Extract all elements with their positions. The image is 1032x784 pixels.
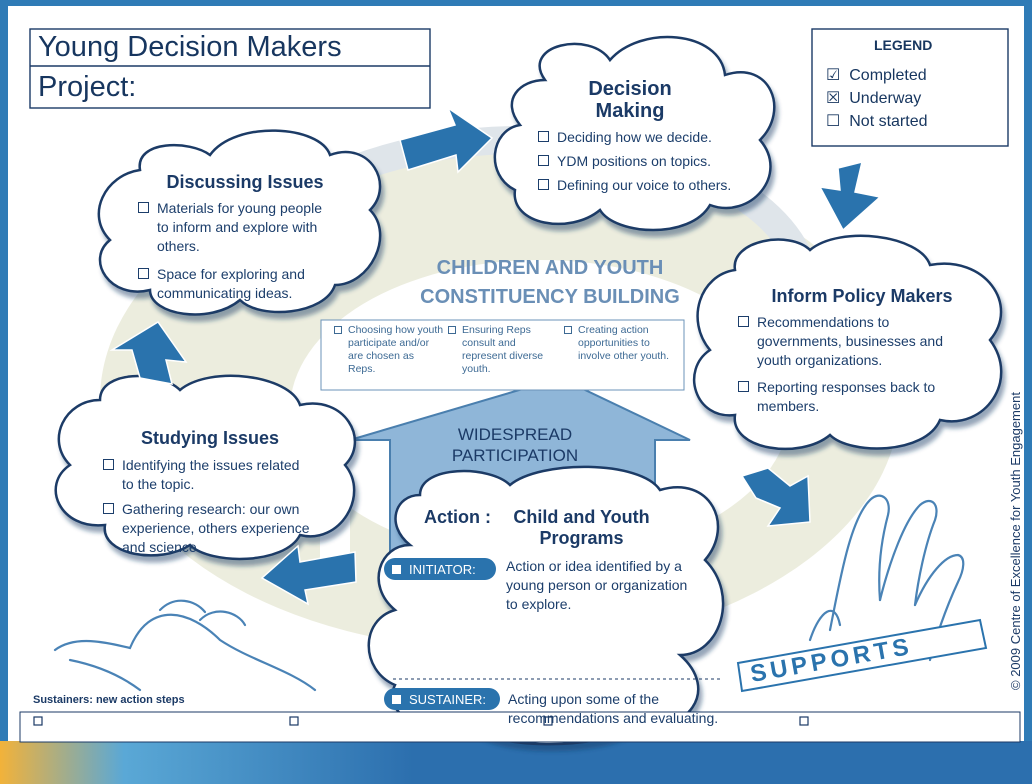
sustainer-pill: SUSTAINER: [384, 688, 500, 710]
legend-item-underway: ☒ Underway [826, 90, 922, 107]
action-title-prefix: Action : [424, 507, 491, 527]
participation-label: WIDESPREAD PARTICIPATION [451, 425, 579, 465]
legend-box [811, 28, 1009, 147]
bottom-band [0, 741, 1032, 784]
checkbox-icon [392, 694, 401, 704]
decision-item-3: Defining our voice to others. [538, 176, 731, 195]
checkbox-icon [538, 131, 549, 142]
inform-policy-title: Inform Policy Makers [771, 286, 953, 306]
center-column-3: Creating action opportunities to involve… [564, 324, 680, 363]
cloud-studying-issues [54, 374, 357, 561]
legend-item-not-started: ☐ Not started [826, 113, 928, 130]
action-title: Child and Youth Programs [513, 507, 650, 548]
decision-item-2: YDM positions on topics. [538, 152, 711, 171]
checkbox-icon [103, 503, 114, 514]
sustainer-text: Acting upon some of the recommendations … [508, 691, 719, 726]
title-line1: Young Decision Makers [38, 31, 342, 63]
cloud-decision-making [493, 35, 776, 232]
center-column-1: Choosing how youth participate and/or ar… [334, 324, 444, 376]
copyright: © 2009 Centre of Excellence for Youth En… [1008, 392, 1023, 690]
checkbox-icon [538, 179, 549, 190]
title-box [29, 28, 431, 109]
supports-label: SUPPORTS [748, 633, 914, 688]
decision-making-title: Decision Making [588, 78, 672, 122]
center-column-2: Ensuring Reps consult and represent dive… [448, 324, 553, 376]
arrow-to-policy [818, 160, 882, 232]
cloud-inform-policy [693, 234, 1003, 451]
center-title: CHILDREN AND YOUTH CONSTITUENCY BUILDING [420, 257, 680, 308]
checkbox-icon [334, 326, 342, 334]
studying-title: Studying Issues [140, 428, 280, 448]
checkbox-icon [138, 202, 149, 213]
checkbox-icon [392, 564, 401, 574]
checkbox-icon [138, 268, 149, 279]
legend-item-completed: ☑ Completed [826, 67, 927, 84]
arrow-to-studying [260, 544, 357, 606]
center-columns-box [320, 319, 685, 391]
supports-band [736, 618, 988, 693]
initiator-text: Action or idea identified by a young per… [506, 558, 688, 612]
cloud-discussing-issues [97, 129, 382, 316]
legend-list: ☑ Completed ☒ Underway ☐ Not started [826, 64, 928, 133]
discussing-title: Discussing Issues [166, 172, 324, 192]
checkbox-icon [564, 326, 572, 334]
checked-box-icon: ☑ [826, 67, 841, 84]
title-line2: Project: [38, 71, 137, 103]
legend-heading: LEGEND [874, 37, 933, 53]
empty-box-icon: ☐ [826, 113, 841, 130]
arrow-to-discussing [109, 320, 188, 385]
initiator-pill: INITIATOR: [384, 558, 496, 580]
sustainer-checkboxes [33, 716, 809, 726]
decision-item-1: Deciding how we decide. [538, 128, 712, 147]
arrow-to-action [740, 467, 811, 527]
checkbox-icon [738, 316, 749, 327]
supporting-hands [53, 494, 965, 692]
arrow-to-decision [399, 105, 494, 174]
checkbox-icon [103, 459, 114, 470]
checkbox-icon [448, 326, 456, 334]
crossed-box-icon: ☒ [826, 90, 841, 107]
checkbox-icon [738, 381, 749, 392]
checkbox-icon [538, 155, 549, 166]
sustainers-label: Sustainers: new action steps [33, 694, 185, 706]
